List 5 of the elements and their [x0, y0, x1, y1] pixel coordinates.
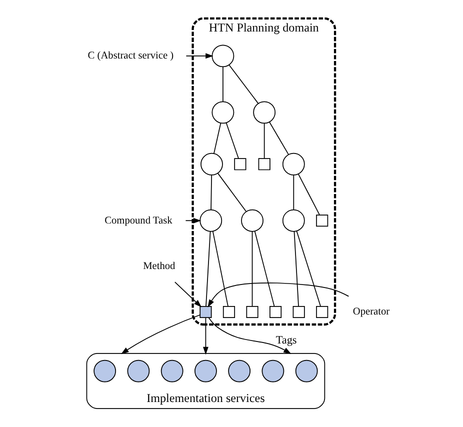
edge-label: Tags [275, 334, 296, 346]
node-text: Operator [352, 306, 390, 318]
node-text: Method [142, 260, 175, 272]
node-text: C (Abstract service ) [87, 50, 174, 62]
node-text: Compound Task [104, 215, 172, 226]
